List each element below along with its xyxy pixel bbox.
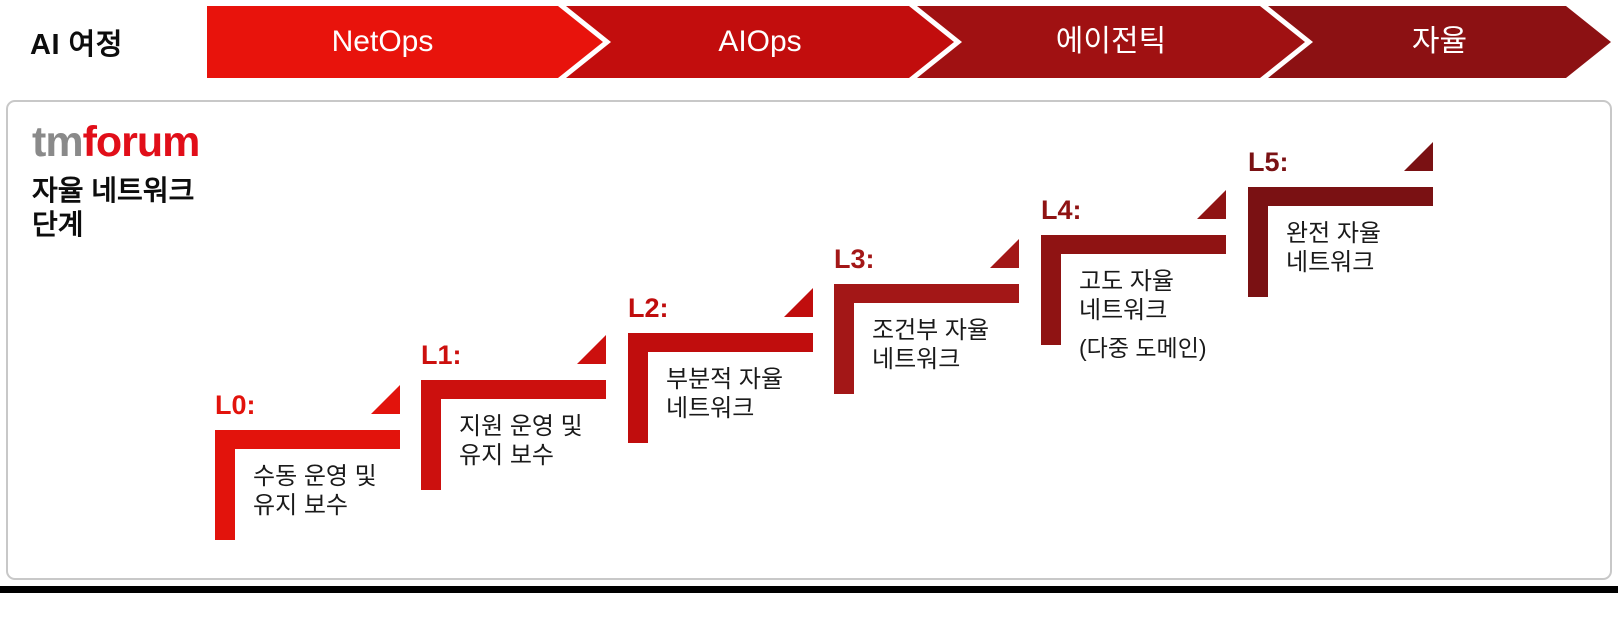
level-description-line1: 수동 운영 및 <box>253 463 377 490</box>
level-horizontal-bar <box>834 284 1019 303</box>
level-horizontal-bar <box>1041 235 1226 254</box>
level-description-line1: 완전 자율 <box>1286 220 1381 247</box>
level-vertical-bar <box>1248 187 1268 297</box>
journey-stage-aiops: AIOps <box>566 6 954 78</box>
level-description-line2: 네트워크 <box>1286 249 1375 276</box>
journey-stage-label: AIOps <box>718 25 802 58</box>
level-label: L3: <box>834 244 875 274</box>
journey-stage-agentic: 에이전틱 <box>917 6 1305 78</box>
journey-stage-label: NetOps <box>331 25 434 58</box>
level-triangle-icon <box>784 288 813 317</box>
ai-journey-bar: AI 여정 NetOps AIOps 에이전틱 자율 <box>0 6 1618 78</box>
level-description: 지원 운영 및 유지 보수 <box>459 412 583 470</box>
journey-stage-autonomous: 자율 <box>1268 6 1611 78</box>
level-description-line2: 네트워크 <box>666 395 755 422</box>
level-step-5: L5: 완전 자율 네트워크 <box>1248 129 1488 391</box>
level-triangle-icon <box>577 335 606 364</box>
level-vertical-bar <box>628 333 648 443</box>
level-vertical-bar <box>834 284 854 394</box>
level-description-line1: 부분적 자율 <box>666 366 784 393</box>
level-horizontal-bar <box>1248 187 1433 206</box>
level-step-2: L2: 부분적 자율 네트워크 <box>628 275 868 537</box>
level-horizontal-bar <box>421 380 606 399</box>
autonomous-network-panel: tmforum 자율 네트워크 단계 L0: 수동 운영 및 유지 보수 L1:… <box>6 100 1612 580</box>
level-description-line1: 지원 운영 및 <box>459 413 583 440</box>
level-label: L5: <box>1248 147 1289 177</box>
level-label: L0: <box>215 390 256 420</box>
level-label: L4: <box>1041 195 1082 225</box>
journey-stage-label: 자율 <box>1411 25 1468 58</box>
level-description-line2: 유지 보수 <box>459 442 554 469</box>
level-description-line2: 유지 보수 <box>253 492 348 519</box>
tmforum-logo-tm: tm <box>32 118 84 166</box>
tmforum-logo: tmforum <box>32 118 201 167</box>
panel-title: 자율 네트워크 단계 <box>32 174 194 242</box>
journey-stage-label: 에이전틱 <box>1055 25 1167 58</box>
journey-stage-netops: NetOps <box>207 6 603 78</box>
level-step-4: L4: 고도 자율 네트워크 (다중 도메인) <box>1041 177 1281 439</box>
level-step-0: L0: 수동 운영 및 유지 보수 <box>215 372 455 634</box>
level-step-1: L1: 지원 운영 및 유지 보수 <box>421 322 661 584</box>
journey-label: AI 여정 <box>30 29 123 61</box>
level-vertical-bar <box>215 430 235 540</box>
tmforum-logo-forum: forum <box>82 118 201 166</box>
level-step-3: L3: 조건부 자율 네트워크 <box>834 226 1074 488</box>
level-label: L2: <box>628 293 669 323</box>
level-vertical-bar <box>1041 235 1061 345</box>
level-vertical-bar <box>421 380 441 490</box>
level-description-note: (다중 도메인) <box>1079 335 1207 361</box>
level-description-line2: 네트워크 <box>872 346 961 373</box>
level-description: 수동 운영 및 유지 보수 <box>253 462 377 520</box>
level-description-line1: 고도 자율 <box>1079 268 1174 295</box>
level-description: 조건부 자율 네트워크 <box>872 316 989 374</box>
panel-title-line2: 단계 <box>32 209 84 240</box>
level-triangle-icon <box>1404 142 1433 171</box>
level-triangle-icon <box>1197 190 1226 219</box>
level-label: L1: <box>421 340 462 370</box>
level-description: 고도 자율 네트워크 (다중 도메인) <box>1079 267 1207 363</box>
level-description-line1: 조건부 자율 <box>872 317 990 344</box>
panel-title-line1: 자율 네트워크 <box>32 175 195 206</box>
level-triangle-icon <box>371 385 400 414</box>
bottom-black-bar <box>0 586 1618 593</box>
level-description: 부분적 자율 네트워크 <box>666 365 783 423</box>
level-description: 완전 자율 네트워크 <box>1286 219 1381 277</box>
level-staircase: L0: 수동 운영 및 유지 보수 L1: 지원 운영 및 유지 보수 L2: … <box>8 2 1618 595</box>
level-horizontal-bar <box>215 430 400 449</box>
level-horizontal-bar <box>628 333 813 352</box>
level-description-line2: 네트워크 <box>1079 297 1168 324</box>
level-triangle-icon <box>990 239 1019 268</box>
